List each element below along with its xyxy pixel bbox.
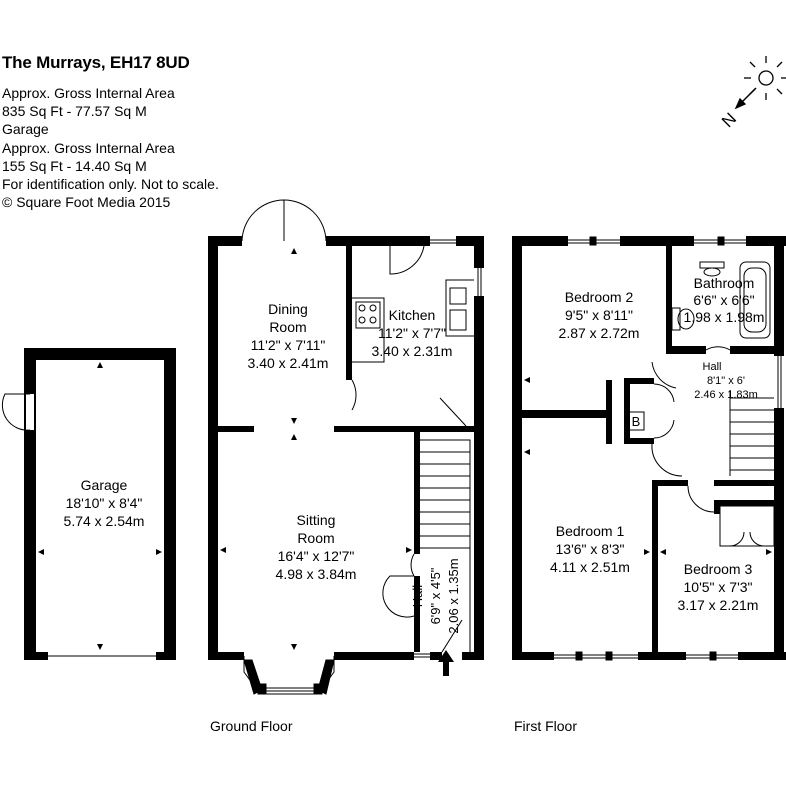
room-metric: 3.40 x 2.31m (372, 343, 453, 359)
room-imperial: 18'10" x 8'4" (66, 495, 143, 511)
room-name: Room (269, 319, 306, 335)
room-metric: 2.46 x 1.83m (694, 389, 758, 401)
room-imperial: 6'9" x 4'5" (428, 567, 443, 624)
area-value: 835 Sq Ft - 77.57 Sq M (2, 103, 147, 120)
room-name: Bedroom 1 (556, 523, 625, 539)
room-dining: Dining Room 11'2" x 7'11" 3.40 x 2.41m (248, 301, 329, 371)
room-name: Hall (703, 361, 722, 373)
plan-header: The Murrays, EH17 8UD Approx. Gross Inte… (2, 52, 302, 211)
sun-compass-icon (734, 56, 786, 110)
boiler-label: B (632, 414, 641, 429)
first-floor-label: First Floor (514, 718, 577, 734)
room-name: Bedroom 3 (684, 561, 753, 577)
garage-plan (1, 348, 176, 660)
room-name: Garage (81, 477, 128, 493)
room-garage: Garage 18'10" x 8'4" 5.74 x 2.54m (64, 477, 145, 529)
room-imperial: 11'2" x 7'7" (378, 325, 446, 341)
room-metric: 2.87 x 2.72m (559, 325, 640, 341)
ground-floor-label: Ground Floor (210, 718, 293, 734)
room-sitting: Sitting Room 16'4" x 12'7" 4.98 x 3.84m (276, 512, 357, 582)
garage-wall (24, 348, 176, 360)
room-metric: 2.06 x 1.35m (446, 558, 461, 633)
room-name: Bedroom 2 (565, 289, 634, 305)
area-label: Approx. Gross Internal Area (2, 85, 175, 101)
dimension-ticks (38, 248, 772, 650)
room-imperial: 6'6" x 6'6" (693, 292, 754, 308)
room-bathroom: Bathroom 6'6" x 6'6" 1.98 x 1.98m (684, 275, 765, 325)
room-name: Room (297, 530, 334, 546)
room-metric: 1.98 x 1.98m (684, 309, 765, 325)
room-bedroom-1: Bedroom 1 13'6" x 8'3" 4.11 x 2.51m (550, 523, 630, 575)
first-floor-plan (512, 236, 786, 660)
room-metric: 3.17 x 2.21m (678, 597, 759, 613)
room-bedroom-2: Bedroom 2 9'5" x 8'11" 2.87 x 2.72m (559, 289, 640, 341)
garage-heading: Garage (2, 121, 49, 138)
copyright: © Square Foot Media 2015 (2, 194, 171, 211)
room-imperial: 13'6" x 8'3" (556, 541, 625, 557)
room-imperial: 9'5" x 8'11" (565, 307, 633, 323)
room-imperial: 10'5" x 7'3" (684, 579, 753, 595)
room-metric: 3.40 x 2.41m (248, 355, 329, 371)
room-kitchen: Kitchen 11'2" x 7'7" 3.40 x 2.31m (372, 307, 453, 359)
garage-wall (24, 652, 48, 660)
room-name: Hall (410, 585, 425, 608)
room-imperial: 8'1" x 6' (707, 375, 745, 387)
room-imperial: 16'4" x 12'7" (278, 548, 355, 564)
north-label: N (718, 109, 740, 131)
garage-wall (156, 652, 176, 660)
ground-floor-plan (208, 236, 484, 660)
entrance-arrow-icon (438, 650, 454, 676)
room-metric: 4.98 x 3.84m (276, 566, 357, 582)
room-name: Sitting (297, 512, 336, 528)
garage-area-label: Approx. Gross Internal Area (2, 139, 175, 156)
room-bedroom-3: Bedroom 3 10'5" x 7'3" 3.17 x 2.21m (678, 561, 759, 613)
room-imperial: 11'2" x 7'11" (251, 337, 326, 353)
room-metric: 4.11 x 2.51m (550, 559, 630, 575)
room-name: Dining (268, 301, 308, 317)
disclaimer: For identification only. Not to scale. (2, 176, 219, 193)
room-metric: 5.74 x 2.54m (64, 513, 145, 529)
room-hall-ground: Hall 6'9" x 4'5" 2.06 x 1.35m (410, 558, 461, 633)
room-hall-first: Hall 8'1" x 6' 2.46 x 1.83m (694, 361, 758, 401)
garage-area-value: 155 Sq Ft - 14.40 Sq M (2, 157, 147, 174)
garage-wall (164, 348, 176, 660)
room-name: Kitchen (389, 307, 436, 323)
property-title: The Murrays, EH17 8UD (2, 53, 190, 72)
room-name: Bathroom (694, 275, 755, 291)
